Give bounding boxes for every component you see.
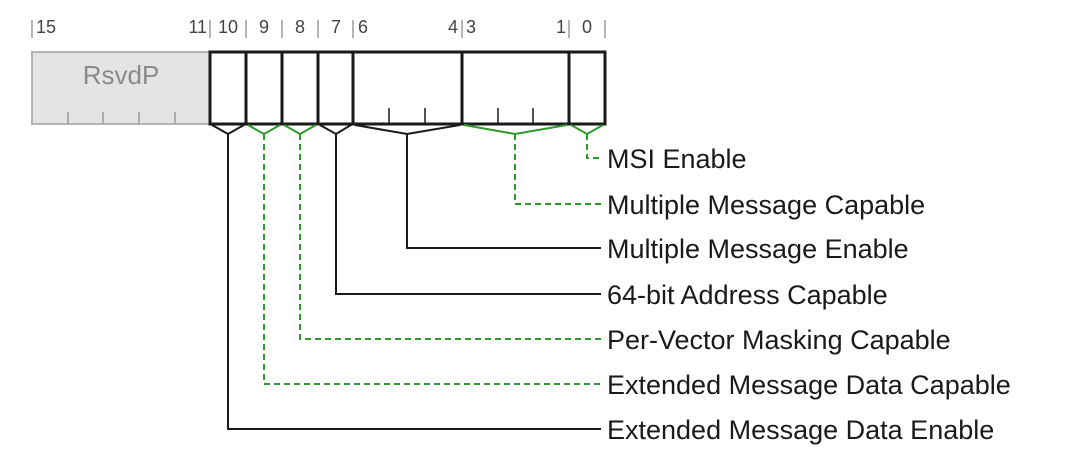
brace-bit-9: [247, 124, 281, 136]
field-box-bit-9: [244, 50, 284, 126]
field-boxes: [208, 50, 607, 126]
field-label-multiple-message-enable: Multiple Message Enable: [607, 234, 909, 264]
bit-number-6: 6: [358, 17, 368, 37]
bit-number-3: 3: [466, 17, 476, 37]
bit-number-10: 10: [218, 17, 238, 37]
leader-multiple-message-enable: [406, 134, 601, 249]
bit-numbers: 15 11 10 9 8 7 6 4 3 1 0: [36, 17, 592, 37]
leader-extended-message-data-capable: [263, 134, 601, 385]
reserved-bit-ticks: [67, 112, 176, 124]
bit-number-1: 1: [556, 17, 566, 37]
leader-per-vector-masking-capable: [299, 134, 601, 340]
bit-number-11: 11: [188, 17, 207, 37]
reserved-field-label: RsvdP: [83, 60, 160, 90]
bit-number-9: 9: [259, 17, 269, 37]
brace-bit-7: [319, 124, 352, 136]
brace-bits-3-1: [463, 124, 568, 136]
field-labels: MSI Enable Multiple Message Capable Mult…: [607, 144, 1011, 445]
field-box-bit-7: [316, 50, 355, 126]
bit-number-0: 0: [582, 17, 592, 37]
field-label-extended-message-data-capable: Extended Message Data Capable: [607, 370, 1011, 400]
field-label-per-vector-masking-capable: Per-Vector Masking Capable: [607, 325, 951, 355]
bit-number-7: 7: [331, 17, 341, 37]
brace-bits-6-4: [354, 124, 461, 136]
leader-multiple-message-capable: [514, 134, 601, 205]
field-bit-ticks: [388, 108, 534, 124]
field-box-bit-0: [567, 50, 607, 126]
field-box-bit-10: [208, 50, 248, 126]
field-braces: [211, 124, 604, 136]
bit-number-4: 4: [448, 17, 458, 37]
field-box-bits-3-1: [460, 50, 571, 126]
leader-64bit-address-capable: [335, 134, 601, 295]
brace-bit-10: [211, 124, 245, 136]
leader-msi-enable: [586, 134, 601, 159]
field-label-extended-message-data-enable: Extended Message Data Enable: [607, 415, 994, 445]
brace-bit-8: [283, 124, 317, 136]
bit-number-8: 8: [295, 17, 305, 37]
leader-lines: [227, 134, 601, 430]
leader-extended-message-data-enable: [227, 134, 601, 430]
field-label-multiple-message-capable: Multiple Message Capable: [607, 190, 925, 220]
field-label-msi-enable: MSI Enable: [607, 144, 747, 174]
field-box-bits-6-4: [351, 50, 464, 126]
field-box-bit-8: [280, 50, 320, 126]
bit-number-15: 15: [36, 17, 56, 37]
field-label-64bit-address-capable: 64-bit Address Capable: [607, 280, 888, 310]
brace-bit-0: [570, 124, 604, 136]
bit-number-ticks: [31, 20, 606, 38]
